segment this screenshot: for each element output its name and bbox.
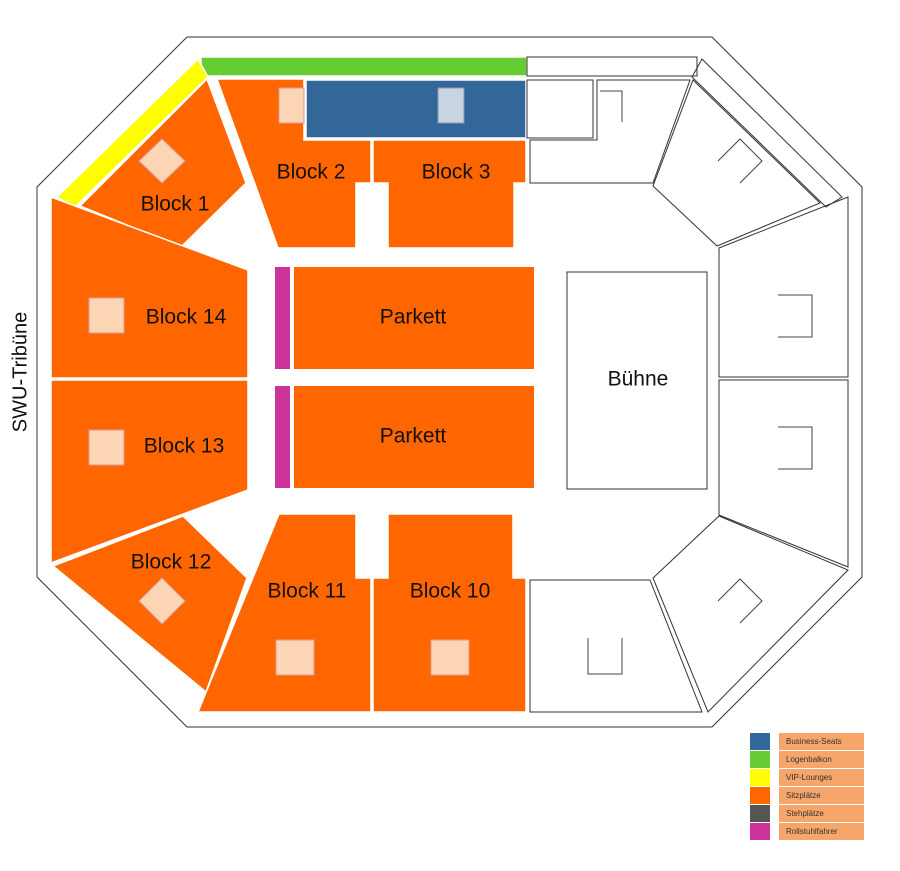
parkett-upper-label: Parkett (380, 306, 447, 329)
unused-block-upper-mid (529, 79, 691, 184)
block-10-marker (430, 639, 470, 676)
block-11[interactable] (196, 513, 372, 713)
unused-block-lower-mid (529, 579, 703, 713)
legend-swatch (750, 823, 770, 840)
block-11-label: Block 11 (268, 580, 347, 603)
unused-block-upper-right-mark (717, 138, 763, 184)
parkett-upper[interactable] (294, 267, 534, 369)
vip-lounges-strip-right (691, 58, 843, 208)
legend-item: Logenbalkon (750, 751, 864, 768)
legend-item: Business-Seats (750, 733, 864, 750)
legend-swatch (750, 733, 770, 750)
logenbalkon-strip[interactable] (200, 56, 528, 77)
block-14-marker (88, 297, 125, 334)
legend-item: Sitzplätze (750, 787, 864, 804)
unused-block-lower-right (652, 515, 849, 713)
legend-label: VIP-Lounges (779, 769, 864, 786)
block-2-label: Block 2 (277, 161, 346, 184)
legend-label: Business-Seats (779, 733, 864, 750)
arena-outer-outline (36, 36, 863, 728)
block-13-marker (88, 429, 125, 466)
legend-swatch (750, 787, 770, 804)
business-seats-marker (437, 87, 465, 124)
legend-swatch (750, 805, 770, 822)
legend-label: Logenbalkon (779, 751, 864, 768)
unused-block-lower-mid-mark (587, 638, 623, 675)
legend-swatch (750, 751, 770, 768)
legend-item: Stehplätze (750, 805, 864, 822)
block-10-label: Block 10 (410, 580, 491, 603)
block-10[interactable] (372, 513, 527, 713)
business-box-empty (526, 79, 594, 139)
unused-block-right-lower (718, 379, 849, 568)
block-13[interactable] (50, 379, 249, 565)
unused-block-upper-mid-mark (600, 90, 623, 122)
stage-label: Bühne (608, 368, 669, 391)
legend-label: Stehplätze (779, 805, 864, 822)
legend-item: Rollstuhlfahrer (750, 823, 864, 840)
block-11-marker (275, 639, 315, 676)
wheelchair-area-lower[interactable] (275, 386, 290, 488)
block-12-marker (138, 577, 186, 625)
unused-block-upper-right (652, 79, 821, 247)
block-13-label: Block 13 (144, 435, 225, 458)
block-3[interactable] (372, 139, 527, 249)
logenbalkon-strip-unsold (526, 56, 698, 77)
tribune-label: SWU-Tribüne (9, 312, 31, 432)
legend-swatch (750, 769, 770, 786)
legend-label: Sitzplätze (779, 787, 864, 804)
block-2-marker (278, 87, 305, 124)
business-seats-area[interactable] (305, 79, 527, 139)
unused-block-right-upper-mark (778, 294, 813, 338)
legend-label: Rollstuhlfahrer (779, 823, 864, 840)
block-12-label: Block 12 (131, 551, 212, 574)
unused-block-right-upper (718, 196, 849, 378)
stage (566, 271, 708, 490)
unused-block-lower-right-mark (717, 578, 763, 624)
legend-item: VIP-Lounges (750, 769, 864, 786)
block-1-label: Block 1 (141, 193, 210, 216)
parkett-lower-label: Parkett (380, 425, 447, 448)
wheelchair-area-upper[interactable] (275, 267, 290, 369)
unused-block-right-lower-mark (778, 426, 813, 470)
parkett-lower[interactable] (294, 386, 534, 488)
block-1-marker (138, 138, 186, 184)
block-3-label: Block 3 (422, 161, 491, 184)
block-14-label: Block 14 (146, 306, 227, 329)
